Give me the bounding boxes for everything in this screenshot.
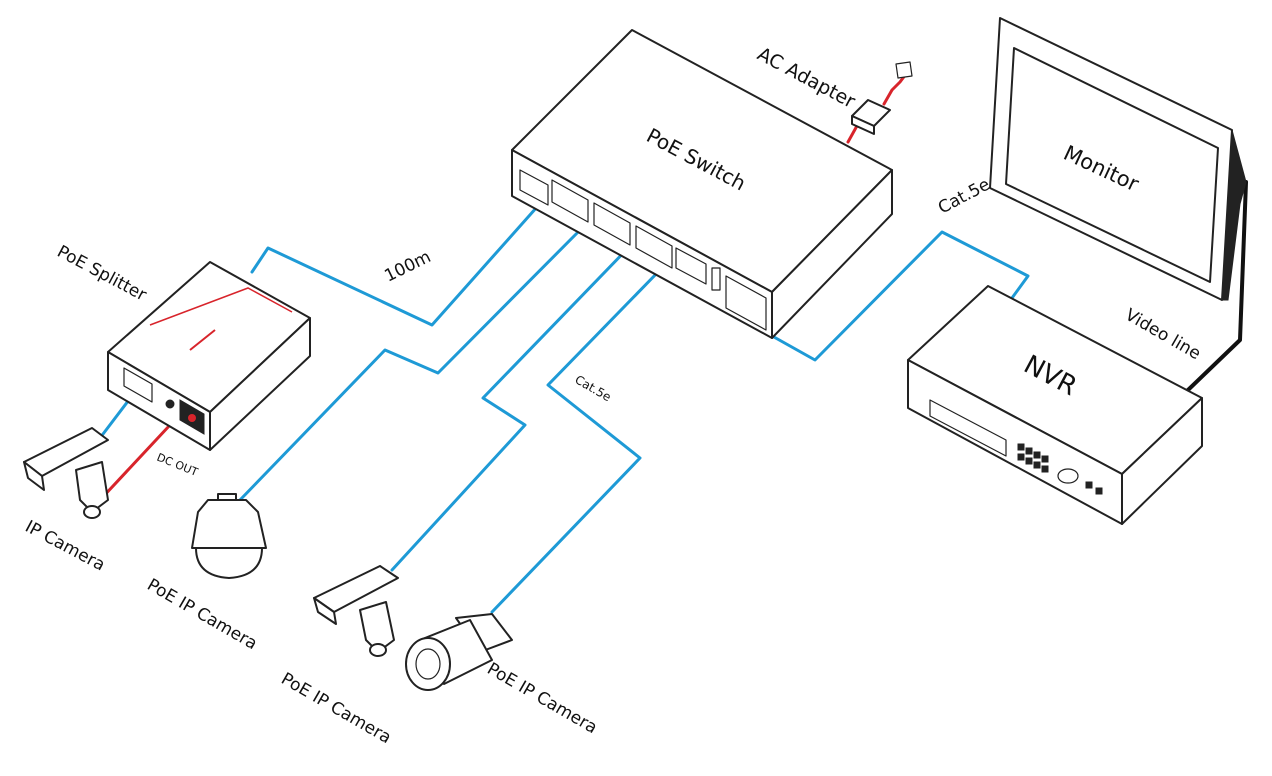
switch-port-uplink — [725, 275, 767, 331]
dome-camera-housing — [191, 499, 267, 549]
monitor-stand — [1221, 129, 1247, 301]
ip-camera-mount — [75, 461, 109, 513]
splitter-lan-port — [123, 367, 153, 403]
nvr-side — [1121, 397, 1203, 525]
cable-box-camera-to-switch — [390, 242, 634, 572]
splitter-dc-jack — [188, 414, 196, 422]
switch-port-3 — [635, 225, 673, 269]
box-camera-mount — [359, 601, 395, 653]
poe-splitter-label: PoE Splitter — [54, 242, 150, 306]
splitter-red-line — [189, 329, 216, 351]
ip-camera-base — [83, 505, 101, 519]
nvr-jog-dial — [1057, 468, 1079, 484]
nvr: NVR — [907, 285, 1203, 525]
nvr-buttons — [1017, 443, 1103, 495]
ip-camera-lens — [23, 461, 45, 491]
switch-port-console — [519, 169, 549, 206]
poe-bullet-camera: PoE IP Camera — [405, 613, 601, 738]
switch-led — [711, 267, 721, 291]
ip-camera: IP Camera — [22, 427, 109, 576]
switch-ports — [519, 169, 767, 331]
splitter-side — [209, 317, 311, 451]
poe-switch: PoE Switch — [511, 29, 893, 339]
cables — [98, 72, 1248, 614]
poe-dome-camera: PoE IP Camera — [144, 493, 267, 654]
dome-camera-dome — [195, 547, 263, 579]
cable-switch-to-nvr — [738, 230, 1030, 362]
cable-dome-camera-to-switch — [238, 218, 592, 502]
poe-box-camera: PoE IP Camera — [278, 565, 399, 748]
cat5e-nvr-label: Cat.5e — [935, 175, 994, 219]
bullet-camera-lens — [415, 648, 441, 680]
switch-port-2 — [593, 202, 631, 246]
ip-camera-label: IP Camera — [22, 517, 109, 576]
switch-port-1 — [551, 179, 589, 223]
switch-side — [771, 169, 893, 339]
wall-outlet-icon — [895, 61, 913, 79]
cable-splitter-to-switch — [250, 196, 547, 327]
poe-ip-camera-dome-label: PoE IP Camera — [144, 575, 261, 654]
poe-ip-camera-bullet-label: PoE IP Camera — [484, 659, 601, 738]
monitor-screen — [1005, 47, 1219, 283]
switch-port-4 — [675, 247, 707, 285]
ac-power-cord — [882, 72, 908, 106]
nvr-disc-tray — [929, 399, 1007, 457]
poe-ip-camera-box-label: PoE IP Camera — [278, 669, 395, 748]
distance-label: 100m — [381, 247, 434, 286]
cable-bullet-camera-to-switch — [490, 268, 662, 614]
video-line-cable — [1186, 180, 1248, 392]
splitter-led — [165, 399, 175, 409]
splitter-top-stripe — [149, 287, 293, 326]
dc-out-label: DC OUT — [155, 451, 200, 479]
ac-adapter-label: AC Adapter — [754, 43, 859, 113]
box-camera-base — [369, 643, 387, 657]
monitor: Monitor — [989, 17, 1247, 301]
ac-adapter-front — [851, 115, 875, 135]
cat5e-camera-label: Cat.5e — [573, 372, 614, 404]
box-camera-lens — [313, 597, 337, 625]
video-line-label: Video line — [1122, 305, 1205, 364]
